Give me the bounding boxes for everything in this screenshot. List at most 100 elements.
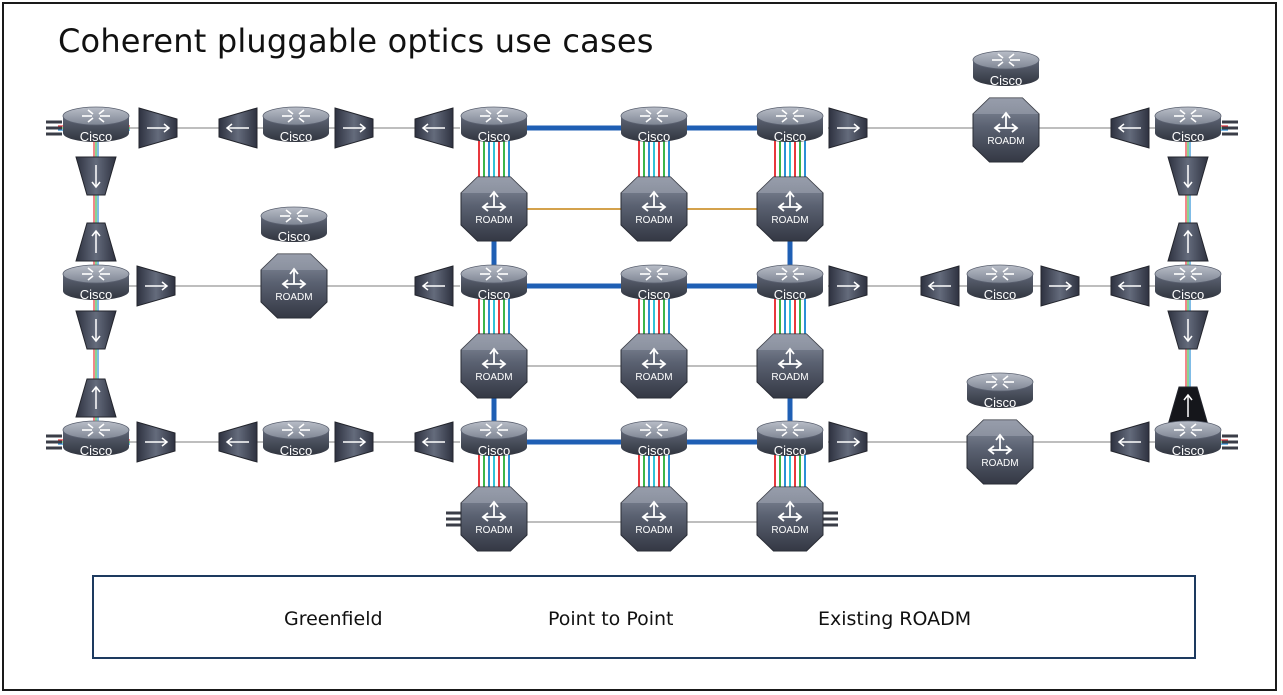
router-2: Cisco — [460, 106, 528, 144]
router-top — [460, 106, 528, 126]
roadm-switch-icon — [481, 500, 507, 522]
router-arrows-icon — [640, 423, 668, 437]
router-label: Cisco — [80, 443, 113, 458]
roadm-switch-icon — [641, 347, 667, 369]
arrow-icon — [1117, 437, 1141, 447]
amp-r3-b — [218, 421, 258, 463]
arrow-icon — [145, 281, 169, 291]
amp-r2-a — [136, 265, 176, 307]
router-arrows-icon — [1174, 109, 1202, 123]
page-title: Coherent pluggable optics use cases — [58, 22, 654, 60]
arrow-icon — [225, 437, 249, 447]
router-arrows-icon — [640, 267, 668, 281]
ports-r3-right — [1222, 434, 1238, 450]
router-top — [620, 420, 688, 440]
roadm-top-face — [757, 487, 823, 503]
roadm-top-face — [621, 177, 687, 193]
roadm-label: ROADM — [475, 525, 512, 536]
roadm-standalone-r1: ROADM — [972, 97, 1040, 163]
router-arrows-icon — [480, 423, 508, 437]
roadm-label: ROADM — [275, 292, 312, 303]
router-6: Cisco — [62, 264, 130, 302]
router-arrows-icon — [1174, 423, 1202, 437]
amp-r2-d — [920, 265, 960, 307]
roadm-router: Cisco — [260, 206, 328, 244]
roadm-label: ROADM — [981, 458, 1018, 469]
router-5: Cisco — [1154, 106, 1222, 144]
arrow-icon — [91, 229, 101, 253]
router-arrows-icon — [280, 209, 308, 223]
roadm-top-face — [757, 177, 823, 193]
router-top — [966, 264, 1034, 284]
amp-r2-c — [828, 265, 868, 307]
router-4: Cisco — [756, 106, 824, 144]
router-arrows-icon — [282, 109, 310, 123]
ports-r1-left — [46, 120, 62, 136]
arrow-icon — [225, 123, 249, 133]
router-top — [62, 420, 130, 440]
ports-roadm-left — [446, 511, 462, 527]
router-label: Cisco — [638, 287, 671, 302]
roadm-switch-icon — [481, 190, 507, 212]
router-top — [460, 264, 528, 284]
amp-ring-right-4 — [1167, 386, 1209, 426]
arrow-icon — [1117, 123, 1141, 133]
roadm-switch-icon — [993, 111, 1019, 133]
router-label: Cisco — [278, 229, 311, 244]
router-label: Cisco — [80, 129, 113, 144]
router-top — [62, 106, 130, 126]
router-top — [1154, 420, 1222, 440]
router-7: Cisco — [460, 264, 528, 302]
roadm-switch-icon — [641, 500, 667, 522]
roadm-label: ROADM — [771, 372, 808, 383]
router-arrows-icon — [776, 109, 804, 123]
router-1: Cisco — [262, 106, 330, 144]
arrow-icon — [1117, 281, 1141, 291]
roadm-top-face — [461, 177, 527, 193]
amp-r2-f — [1110, 265, 1150, 307]
arrow-icon — [1049, 281, 1073, 291]
roadm-top-face — [757, 334, 823, 350]
router-9: Cisco — [756, 264, 824, 302]
router-label: Cisco — [280, 129, 313, 144]
amp-r3-d — [414, 421, 454, 463]
router-arrows-icon — [82, 423, 110, 437]
amp-r3-e — [828, 421, 868, 463]
arrow-icon — [421, 437, 445, 447]
arrow-icon — [421, 123, 445, 133]
router-arrows-icon — [282, 423, 310, 437]
roadm-top-face — [967, 420, 1033, 436]
roadm-label: ROADM — [771, 525, 808, 536]
roadm-6: ROADM — [460, 486, 528, 552]
roadm-top-face — [973, 98, 1039, 114]
ports-r3-left — [46, 434, 62, 450]
router-top — [972, 50, 1040, 70]
router-label: Cisco — [774, 287, 807, 302]
legend-point-to-point: Point to Point — [548, 608, 674, 630]
amp-ring-right-2 — [1167, 222, 1209, 262]
router-14: Cisco — [460, 420, 528, 458]
router-label: Cisco — [478, 129, 511, 144]
amp-r1-f — [1110, 107, 1150, 149]
arrow-icon — [1183, 319, 1193, 343]
arrow-icon — [1183, 229, 1193, 253]
roadm-label: ROADM — [475, 215, 512, 226]
roadm-4: ROADM — [620, 333, 688, 399]
legend-box: Greenfield Point to Point Existing ROADM — [92, 575, 1196, 659]
amp-r1-a — [138, 107, 178, 149]
amp-r2-b — [414, 265, 454, 307]
roadm-top-face — [261, 254, 327, 270]
amp-r1-b — [218, 107, 258, 149]
router-label: Cisco — [774, 129, 807, 144]
amp-ring-left-2 — [75, 222, 117, 262]
roadm-label: ROADM — [987, 136, 1024, 147]
roadm-label: ROADM — [635, 525, 672, 536]
router-arrows-icon — [82, 109, 110, 123]
roadm-label: ROADM — [771, 215, 808, 226]
amp-ring-left-3 — [75, 310, 117, 350]
roadm-label: ROADM — [635, 215, 672, 226]
arrow-icon — [91, 319, 101, 343]
router-17: Cisco — [1154, 420, 1222, 458]
router-label: Cisco — [774, 443, 807, 458]
router-top — [966, 372, 1034, 392]
